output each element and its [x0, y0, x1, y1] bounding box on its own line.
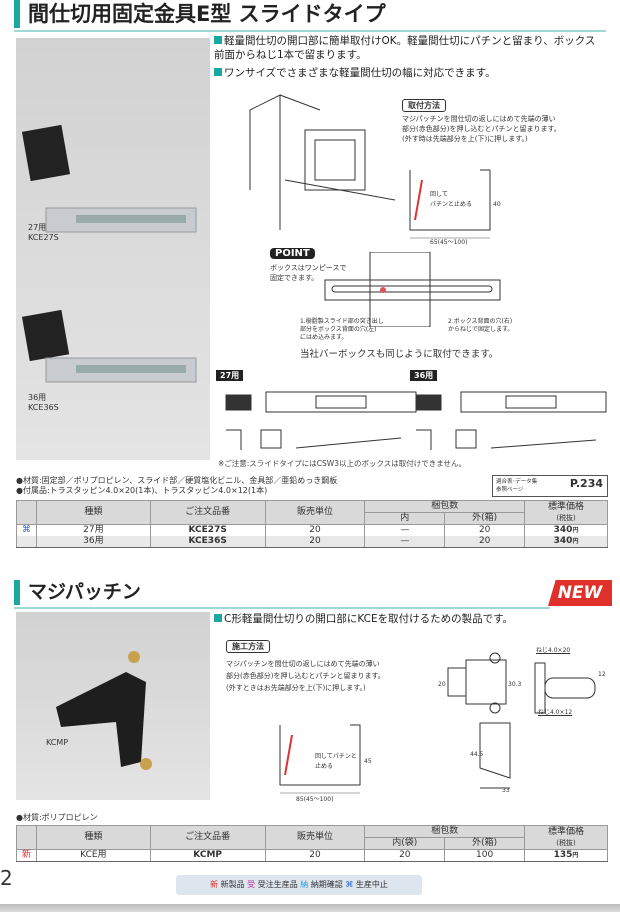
bar-box-note: 当社バーボックスも同じように取付できます。	[300, 349, 499, 360]
point-text: ボックスはワンピースで 固定できます。	[270, 264, 347, 282]
dim-45: 45	[364, 758, 372, 765]
method-section-1: 取付方法 マジパッチンを間仕切の返しにはめて先端の薄い部分(赤色部分)を押し込む…	[402, 99, 561, 143]
product-photo-kcmp: KCMP	[16, 612, 210, 800]
kcmp-install-diagram	[279, 724, 361, 794]
point-note-1: 1.樹脂製スライド部の突き出し 部分をボックス背面の穴(左) にはめ込みます。	[300, 318, 384, 341]
spec-block: ●材質:固定部／ポリプロピレン、スライド部／硬質塩化ビニル、金具部／亜鉛めっき鋼…	[16, 476, 337, 496]
kcmp-dimension-drawing	[447, 652, 596, 789]
feature-bullet-kcmp: C形軽量間仕切りの開口部にKCEを取付けるための製品です。	[214, 612, 513, 626]
new-product-mark: 新	[16, 849, 37, 862]
dimension-drawings	[225, 391, 607, 450]
method-section-2: 施工方法 マジパッチンを間仕切の返しにはめて先端の薄い部分(赤色部分)を押し込む…	[226, 640, 385, 692]
feature-bullet-2: ワンサイズでさまざまな軽量間仕切の幅に対応できます。	[214, 66, 604, 80]
photo-label-kcmp: KCMP	[46, 738, 69, 747]
new-badge: NEW	[548, 580, 612, 606]
title-underline-2	[14, 607, 550, 609]
dim-85: 85(45〜100)	[296, 796, 334, 803]
discontinued-icon: ⌘	[16, 524, 37, 536]
page-number: 2	[0, 866, 13, 890]
material-spec: ●材質:固定部／ポリプロピレン、スライド部／硬質塩化ビニル、金具部／亜鉛めっき鋼…	[16, 476, 338, 485]
point-note-2: 2.ボックス背面の穴(右) からねじで固定します。	[448, 318, 514, 333]
section-title-majipatchin: マジパッチン	[14, 580, 141, 605]
dim-12: 12	[598, 671, 606, 678]
clip-diagram	[409, 169, 491, 239]
reference-page-box[interactable]: 適合表･データ集参照ページ P.234	[492, 475, 608, 497]
dim-screw-20: ねじ4.0×20	[536, 647, 571, 654]
point-badge: POINT	[270, 248, 315, 259]
dim-44-5: 44.5	[470, 751, 484, 758]
drawing-tag-36: 36用	[410, 370, 438, 381]
dim-33: 33	[502, 787, 510, 794]
feature-bullet-1: 軽量間仕切の開口部に簡単取付けOK。軽量間仕切にパチンと留まり、ボックス前面から…	[214, 35, 596, 61]
drawing-tag-27: 27用	[216, 370, 244, 381]
dim-30-3: 30.3	[508, 681, 522, 688]
dim-20: 20	[438, 681, 446, 688]
dim-40: 40	[493, 201, 501, 208]
reference-page-number[interactable]: P.234	[569, 477, 603, 490]
kcmp-illustration	[56, 651, 152, 770]
method-label-2: 施工方法	[226, 640, 270, 653]
material-spec-2: ●材質:ポリプロピレン	[16, 813, 98, 822]
method-label: 取付方法	[402, 99, 446, 112]
section-title-slide-type: 間仕切用固定金具E型 スライドタイプ	[14, 0, 386, 28]
caution-note: ※ご注意:スライドタイプにはCSW3以上のボックスは取付けできません。	[218, 459, 467, 468]
accessories-spec: ●付属品:トラスタッピン4.0×20(1本)、トラスタッピン4.0×12(1本)	[16, 486, 268, 495]
dim-65: 65(45〜100)	[430, 239, 468, 246]
product-illustration	[21, 124, 197, 383]
push-note-2: 回してパチンと 止める	[315, 753, 357, 770]
push-note: 回して パチンと止める	[430, 191, 473, 208]
installation-diagram	[249, 94, 396, 230]
box-slide-diagram	[324, 252, 501, 327]
title-underline	[14, 30, 606, 32]
legend: 新 新製品 受 受注生産品 納 納期確認 ⌘ 生産中止	[176, 875, 422, 895]
bottom-bar	[0, 904, 620, 912]
dim-screw-12: ねじ4.0×12	[538, 709, 573, 716]
